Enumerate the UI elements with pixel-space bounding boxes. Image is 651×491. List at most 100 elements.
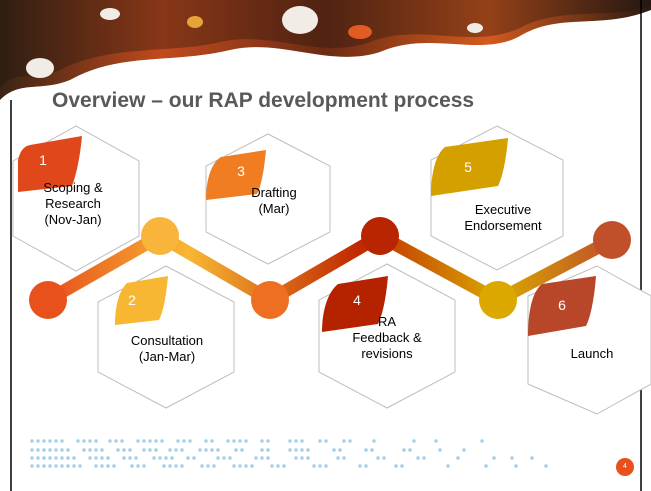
pattern-dot bbox=[148, 439, 152, 443]
pattern-dot bbox=[100, 464, 104, 468]
step-number-6: 6 bbox=[558, 297, 566, 313]
pattern-dot bbox=[174, 464, 178, 468]
pattern-dot bbox=[204, 448, 208, 452]
pattern-dot bbox=[88, 448, 92, 452]
pattern-dot bbox=[342, 456, 346, 460]
pattern-dot bbox=[294, 456, 298, 460]
pattern-dot bbox=[188, 439, 192, 443]
pattern-dot bbox=[254, 456, 258, 460]
pattern-dot bbox=[288, 439, 292, 443]
pattern-dot bbox=[30, 448, 34, 452]
pattern-dot bbox=[306, 456, 310, 460]
pattern-dot bbox=[238, 464, 242, 468]
pattern-dot bbox=[88, 439, 92, 443]
pattern-dot bbox=[174, 448, 178, 452]
pattern-dot bbox=[240, 448, 244, 452]
pattern-dot bbox=[300, 448, 304, 452]
pattern-dot bbox=[120, 439, 124, 443]
step-label-6: Launch bbox=[570, 346, 614, 361]
pattern-dot bbox=[276, 464, 280, 468]
pattern-dot bbox=[204, 439, 208, 443]
pattern-dot bbox=[266, 456, 270, 460]
page-number-badge: 4 bbox=[616, 458, 634, 476]
pattern-dot bbox=[306, 448, 310, 452]
pattern-dot bbox=[300, 456, 304, 460]
pattern-dot bbox=[48, 456, 52, 460]
pattern-dot bbox=[152, 456, 156, 460]
pattern-dot bbox=[36, 439, 40, 443]
pattern-dot bbox=[456, 456, 460, 460]
pattern-dot bbox=[232, 439, 236, 443]
step-label-1: Scoping & Research (Nov-Jan) bbox=[43, 180, 103, 227]
pattern-dot bbox=[446, 464, 450, 468]
pattern-dot bbox=[30, 456, 34, 460]
pattern-dot bbox=[94, 456, 98, 460]
step-number-4: 4 bbox=[353, 292, 361, 308]
pattern-dot bbox=[484, 464, 488, 468]
pattern-dot bbox=[136, 464, 140, 468]
pattern-dot bbox=[544, 464, 548, 468]
pattern-dot bbox=[232, 464, 236, 468]
pattern-dot bbox=[94, 448, 98, 452]
pattern-dot bbox=[244, 439, 248, 443]
node-2 bbox=[141, 217, 179, 255]
pattern-dot bbox=[168, 464, 172, 468]
pattern-dot bbox=[226, 439, 230, 443]
pattern-dot bbox=[394, 464, 398, 468]
step-label-5: Executive Endorsement bbox=[464, 202, 542, 233]
pattern-dot bbox=[66, 456, 70, 460]
pattern-dot bbox=[228, 456, 232, 460]
pattern-dot bbox=[48, 448, 52, 452]
pattern-dot bbox=[134, 456, 138, 460]
pattern-dot bbox=[76, 439, 80, 443]
pattern-dot bbox=[358, 464, 362, 468]
pattern-dot bbox=[176, 439, 180, 443]
pattern-dot bbox=[294, 448, 298, 452]
pattern-dot bbox=[238, 439, 242, 443]
pattern-dot bbox=[294, 439, 298, 443]
pattern-dot bbox=[206, 464, 210, 468]
pattern-dot bbox=[288, 448, 292, 452]
pattern-dot bbox=[480, 439, 484, 443]
pattern-dot bbox=[54, 439, 58, 443]
pattern-dot bbox=[82, 439, 86, 443]
pattern-dot bbox=[260, 439, 264, 443]
pattern-dot bbox=[54, 456, 58, 460]
dot-pattern bbox=[30, 439, 548, 468]
step-label-4: RA Feedback & revisions bbox=[352, 314, 422, 361]
pattern-dot bbox=[332, 448, 336, 452]
pattern-dot bbox=[130, 464, 134, 468]
pattern-dot bbox=[160, 439, 164, 443]
pattern-dot bbox=[30, 439, 34, 443]
pattern-dot bbox=[198, 448, 202, 452]
pattern-dot bbox=[216, 456, 220, 460]
pattern-dot bbox=[142, 439, 146, 443]
step-label-2: Consultation (Jan-Mar) bbox=[130, 333, 204, 364]
pattern-dot bbox=[200, 464, 204, 468]
pattern-dot bbox=[100, 448, 104, 452]
pattern-dot bbox=[42, 439, 46, 443]
pattern-dot bbox=[36, 464, 40, 468]
pattern-dot bbox=[192, 456, 196, 460]
pattern-dot bbox=[142, 464, 146, 468]
pattern-dot bbox=[148, 448, 152, 452]
pattern-dot bbox=[60, 448, 64, 452]
pattern-dot bbox=[342, 439, 346, 443]
pattern-dot bbox=[94, 439, 98, 443]
pattern-dot bbox=[180, 464, 184, 468]
pattern-dot bbox=[168, 448, 172, 452]
pattern-dot bbox=[128, 456, 132, 460]
pattern-dot bbox=[36, 448, 40, 452]
step-tab-4 bbox=[322, 276, 388, 332]
pattern-dot bbox=[106, 456, 110, 460]
pattern-dot bbox=[266, 448, 270, 452]
pattern-dot bbox=[434, 439, 438, 443]
pattern-dot bbox=[324, 439, 328, 443]
pattern-dot bbox=[128, 448, 132, 452]
pattern-dot bbox=[114, 439, 118, 443]
pattern-dot bbox=[408, 448, 412, 452]
pattern-dot bbox=[60, 456, 64, 460]
pattern-dot bbox=[514, 464, 518, 468]
pattern-dot bbox=[88, 456, 92, 460]
